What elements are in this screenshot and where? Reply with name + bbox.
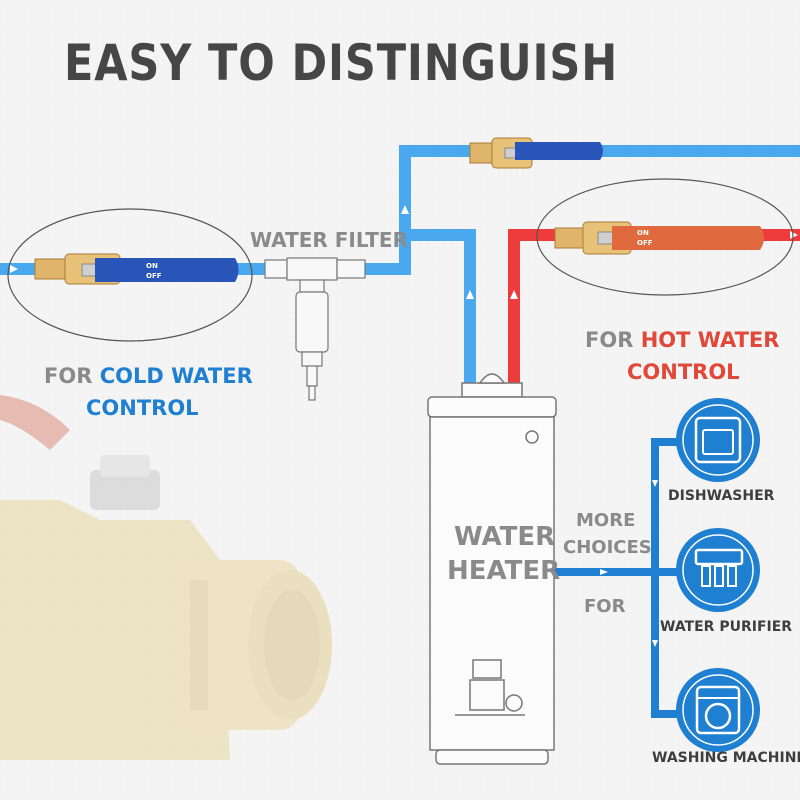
water-heater (427, 373, 557, 765)
hot-water-caption: FOR HOT WATER (585, 328, 779, 352)
appliance-label-washing-machine: WASHING MACHINE (652, 750, 800, 766)
cold-valve (34, 253, 239, 285)
hot-caption-highlight: HOT WATER (640, 328, 780, 352)
cold-water-caption: FOR COLD WATER (44, 364, 253, 388)
water-purifier-icon (676, 528, 760, 612)
washing-machine-icon (676, 668, 760, 752)
dishwasher-icon (676, 398, 760, 482)
hot-valve-on-print: ON (637, 229, 649, 237)
appliance-label-water-purifier: WATER PURIFIER (660, 619, 793, 635)
faded-valve-photo (0, 395, 332, 760)
cold-caption-highlight: COLD WATER (99, 364, 253, 388)
main-valve (469, 137, 603, 169)
distribution-pipes (545, 438, 685, 718)
cold-caption-line2: CONTROL (86, 396, 199, 420)
heater-label-line2: HEATER (447, 556, 561, 586)
water-filter (264, 257, 366, 401)
cold-valve-off-print: OFF (146, 272, 162, 280)
heater-label-line1: WATER (454, 522, 556, 552)
hot-valve (554, 221, 764, 255)
more-choices-line1: MORE (576, 510, 636, 531)
more-choices-line3: FOR (584, 596, 626, 617)
hot-caption-line2: CONTROL (627, 360, 740, 384)
hot-caption-prefix: FOR (585, 328, 634, 352)
cold-valve-callout (7, 208, 253, 342)
cold-valve-on-print: ON (146, 262, 158, 270)
page-title: EASY TO DISTINGUISH (64, 34, 619, 92)
hot-valve-off-print: OFF (637, 239, 653, 247)
more-choices-line2: CHOICES (563, 537, 652, 558)
water-filter-label: WATER FILTER (250, 228, 408, 252)
cold-caption-prefix: FOR (44, 364, 93, 388)
hot-valve-callout (536, 178, 794, 296)
appliance-label-dishwasher: DISHWASHER (668, 488, 775, 504)
